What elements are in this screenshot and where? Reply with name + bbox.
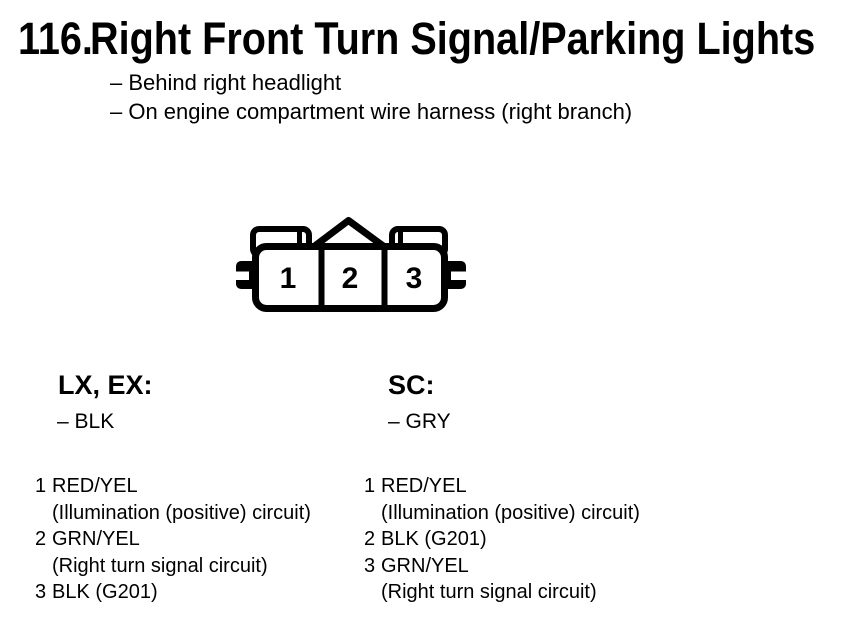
connector-color-sc: – GRY	[388, 410, 451, 433]
cavity-number-2: 2	[342, 262, 359, 295]
pin-number: 2	[35, 528, 47, 550]
pin-number: 3	[364, 554, 376, 577]
connector-diagram: 1 2 3	[233, 217, 468, 312]
wire-color: GRN/YEL	[381, 554, 469, 577]
page-title: Right Front Turn Signal/Parking Lights	[90, 13, 816, 64]
pinlist-lx-ex: 1 RED/YEL (Illumination (positive) circu…	[35, 473, 311, 606]
circuit-description: (Illumination (positive) circuit)	[52, 501, 311, 524]
pinlist-sc: 1 RED/YEL (Illumination (positive) circu…	[364, 473, 640, 606]
mounting-ear-right-notch	[451, 271, 468, 280]
cavity-number-3: 3	[406, 262, 423, 295]
cavity-number-1: 1	[280, 262, 297, 295]
variant-header-lx-ex: LX, EX:	[58, 370, 153, 400]
circuit-description: (Right turn signal circuit)	[381, 581, 597, 603]
connector-color-lx-ex: – BLK	[57, 410, 115, 433]
variant-header-sc: SC:	[388, 370, 435, 400]
pin-row: 2 GRN/YEL (Right turn signal circuit)	[35, 526, 311, 579]
pin-row: 1 RED/YEL (Illumination (positive) circu…	[364, 473, 640, 526]
wire-color: BLK (G201)	[381, 528, 487, 550]
wire-color: RED/YEL	[52, 475, 138, 497]
pin-row: 3 BLK (G201)	[35, 579, 311, 606]
location-note-line: – On engine compartment wire harness (ri…	[110, 99, 633, 124]
location-notes: – Behind right headlight – On engine com…	[110, 68, 632, 126]
pin-number: 1	[35, 475, 47, 497]
wire-color: RED/YEL	[381, 475, 467, 497]
mounting-ear-left-notch	[233, 271, 249, 280]
pin-row: 3 GRN/YEL (Right turn signal circuit)	[364, 553, 640, 606]
pin-number: 3	[35, 581, 47, 603]
connector-body	[252, 243, 448, 312]
pin-row: 1 RED/YEL (Illumination (positive) circu…	[35, 473, 311, 526]
entry-number: 116.	[18, 13, 93, 64]
circuit-description: (Illumination (positive) circuit)	[381, 501, 640, 524]
wire-color: BLK (G201)	[52, 581, 158, 603]
circuit-description: (Right turn signal circuit)	[52, 554, 268, 577]
pin-row: 2 BLK (G201)	[364, 526, 640, 553]
wire-color: GRN/YEL	[52, 528, 140, 550]
pin-number: 1	[364, 475, 376, 497]
pin-number: 2	[364, 528, 376, 550]
location-note-line: – Behind right headlight	[110, 70, 342, 95]
